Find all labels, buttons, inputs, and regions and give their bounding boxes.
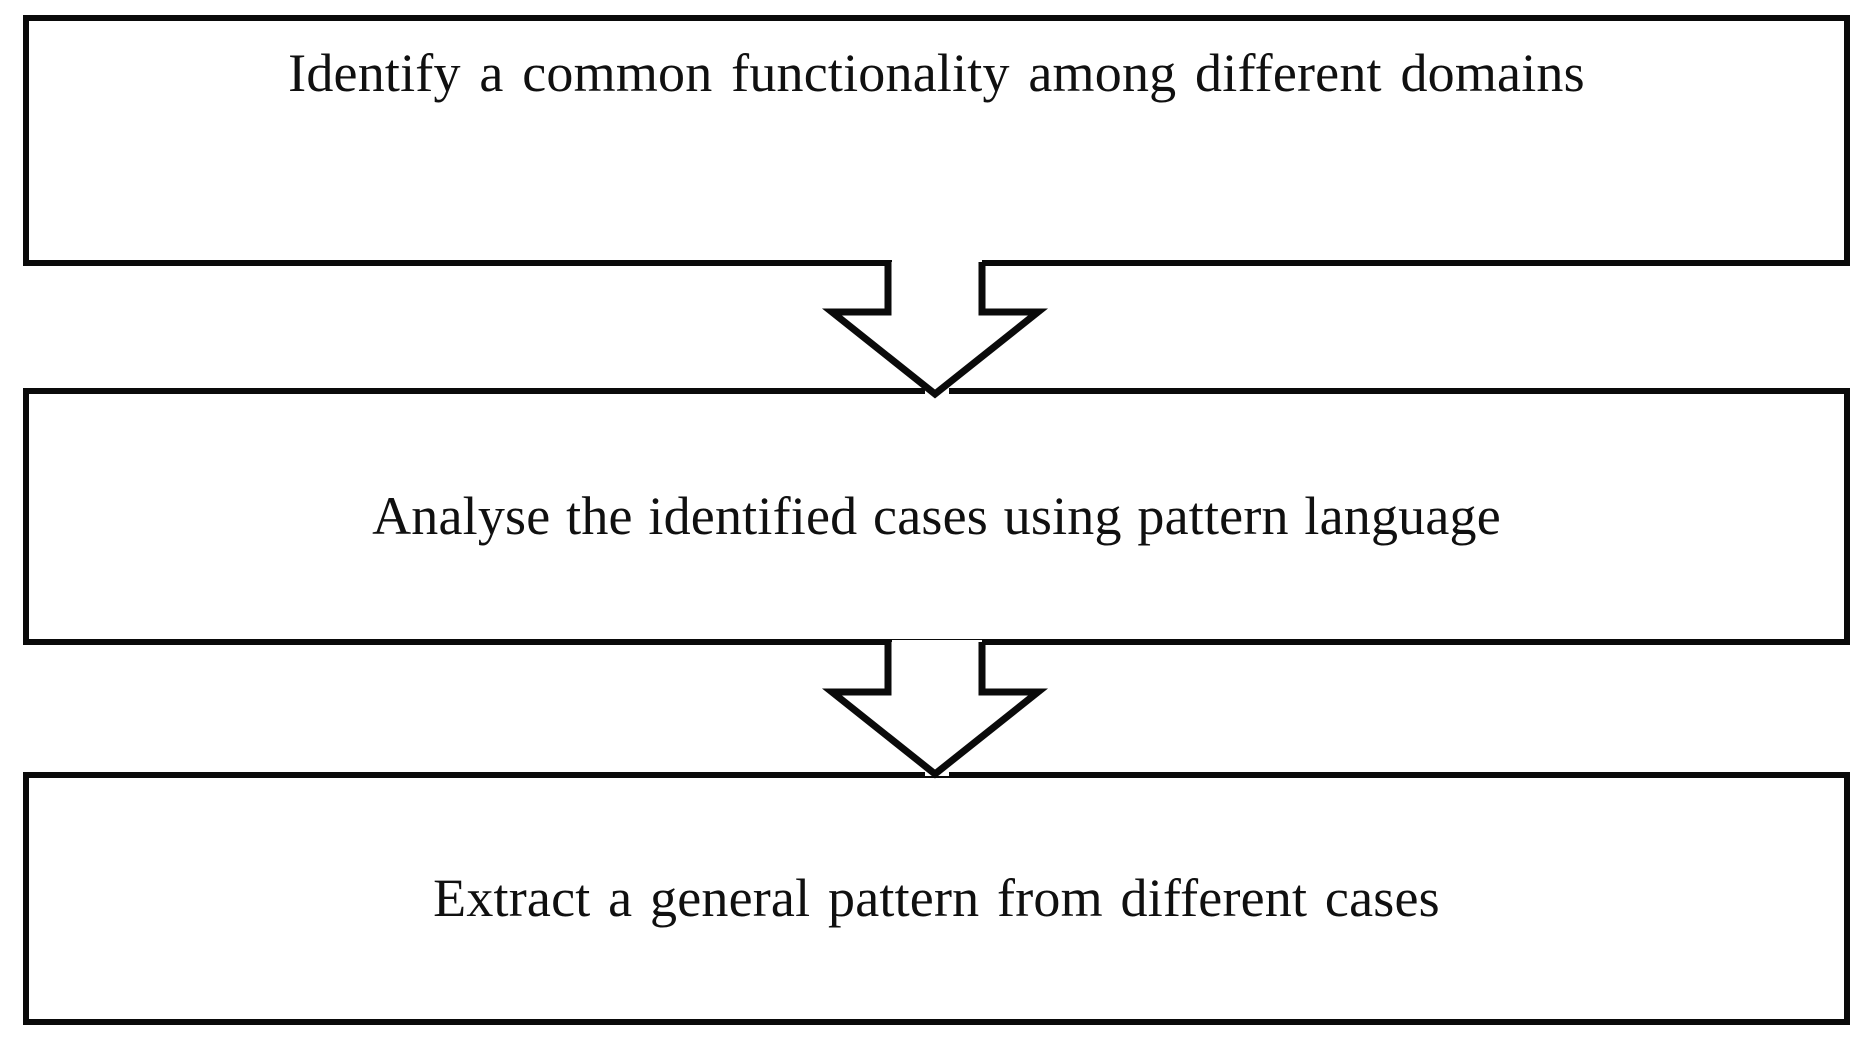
flowchart-step-1-box[interactable]: Identify a common functionality among di… bbox=[23, 15, 1850, 266]
flowchart-step-3-label: Extract a general pattern from different… bbox=[433, 868, 1440, 929]
flowchart-step-2-label: Analyse the identified cases using patte… bbox=[372, 486, 1501, 547]
down-block-arrow-icon-2 bbox=[820, 632, 1050, 782]
flowchart-step-2-box[interactable]: Analyse the identified cases using patte… bbox=[23, 388, 1850, 645]
flowchart-step-3-box[interactable]: Extract a general pattern from different… bbox=[23, 772, 1850, 1025]
flowchart-step-1-label: Identify a common functionality among di… bbox=[288, 43, 1585, 103]
down-block-arrow-icon-1 bbox=[820, 252, 1050, 402]
